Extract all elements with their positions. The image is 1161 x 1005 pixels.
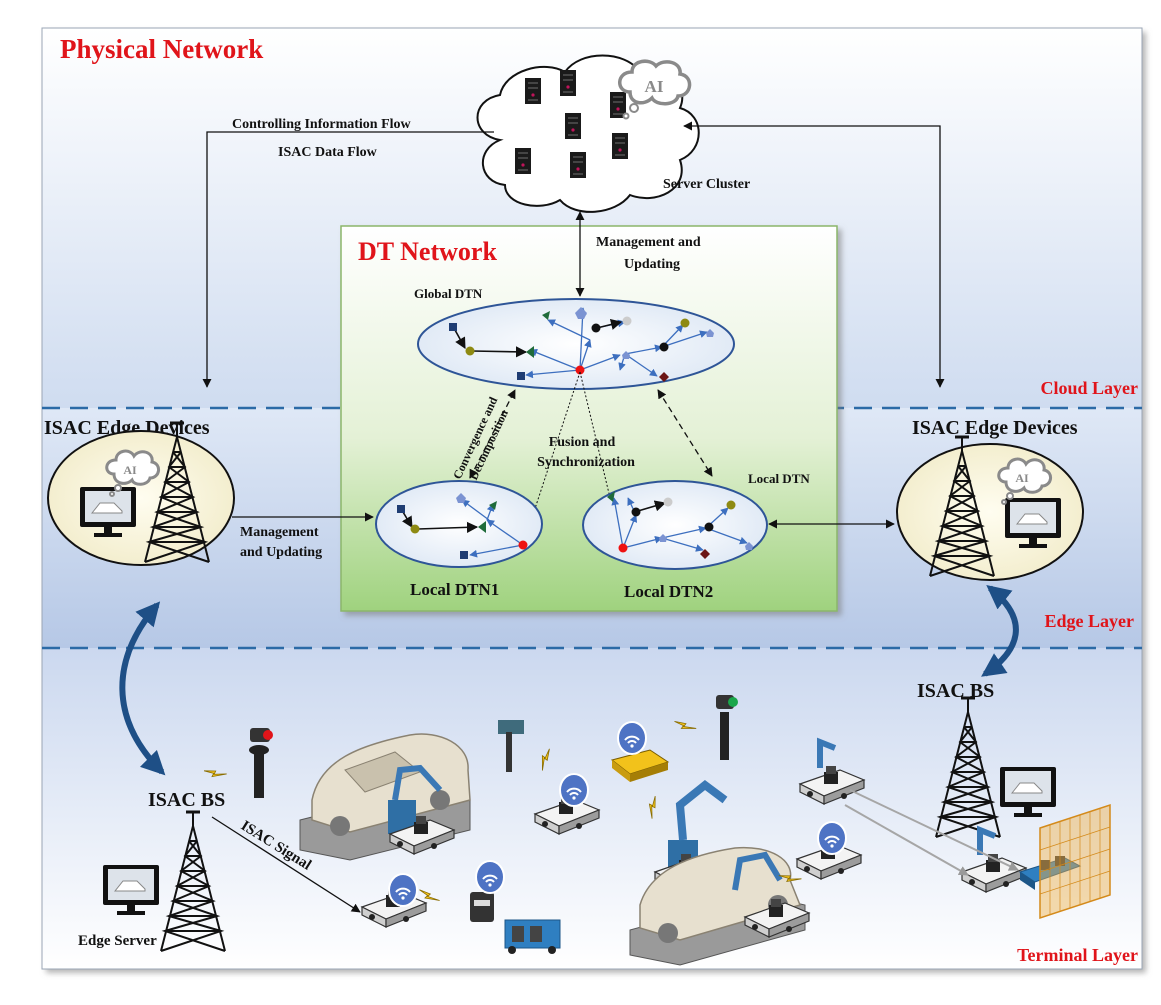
robot-with-wifi <box>470 860 505 922</box>
right-edge-bs-link <box>981 584 1019 677</box>
controlling-flow-arrow <box>202 131 494 388</box>
mgmt-top-label-1: Management and <box>596 235 701 250</box>
right-robot-arm-top <box>799 737 865 805</box>
right-edge-devices: AI <box>896 435 1084 581</box>
edge-server-label: Edge Server <box>78 933 157 949</box>
fusion-label-1: Fusion and <box>549 435 616 450</box>
right-ai-text: AI <box>1015 471 1029 485</box>
left-camera-sensor <box>249 728 273 798</box>
right-robot-arm-bottom <box>961 825 1027 893</box>
edge-layer-label: Edge Layer <box>1045 611 1135 631</box>
left-car-assembly <box>299 733 471 861</box>
agv-path-1 <box>849 789 1019 871</box>
terminal-layer-label: Terminal Layer <box>1017 945 1138 965</box>
isac-signal-arrow <box>211 816 361 913</box>
cloud-ai-icon: AI <box>618 59 692 120</box>
mgmt-left-label-2: and Updating <box>240 545 322 560</box>
local-dtn-label: Local DTN <box>748 471 810 486</box>
global-dtn-graph <box>417 298 735 390</box>
global-dtn-label: Global DTN <box>414 286 483 301</box>
yellow-agv <box>610 721 670 782</box>
right-edge-devices-label: ISAC Edge Devices <box>912 417 1078 439</box>
mgmt-top-label-2: Updating <box>624 257 680 272</box>
physical-network-title: Physical Network <box>60 34 263 64</box>
left-ai-text: AI <box>123 463 137 477</box>
fusion-label-2: Synchronization <box>537 455 635 470</box>
mid-camera-sensor <box>498 720 524 772</box>
left-edge-devices: AI <box>47 421 235 566</box>
left-isac-bs-label: ISAC BS <box>148 789 225 811</box>
server-cluster-cloud: AI <box>476 54 700 213</box>
agv-path-2 <box>844 804 969 876</box>
safety-fence <box>1039 803 1111 920</box>
left-edge-bs-link <box>119 601 166 776</box>
controlling-flow-label: Controlling Information Flow <box>232 117 412 132</box>
mgmt-left-label-1: Management <box>240 525 319 540</box>
local-dtn2-label: Local DTN2 <box>624 582 713 601</box>
right-flow-arrow <box>683 121 945 388</box>
right-car-assembly <box>629 846 810 966</box>
global-local2-arrow <box>657 389 713 477</box>
blue-cart-bottom <box>504 919 561 954</box>
isac-data-flow-label: ISAC Data Flow <box>278 145 378 160</box>
convergence-arrow <box>469 389 516 479</box>
cloud-layer-label: Cloud Layer <box>1040 378 1138 398</box>
right-isac-bs-label: ISAC BS <box>917 680 994 702</box>
dt-network-title: DT Network <box>358 237 497 266</box>
local-dtn1-label: Local DTN1 <box>410 580 499 599</box>
local-dtn1-graph <box>375 480 543 568</box>
server-cluster-label: Server Cluster <box>663 177 750 192</box>
cloud-ai-text: AI <box>645 77 664 96</box>
local-dtn2-graph <box>582 480 768 570</box>
right-camera-sensor <box>716 695 738 760</box>
